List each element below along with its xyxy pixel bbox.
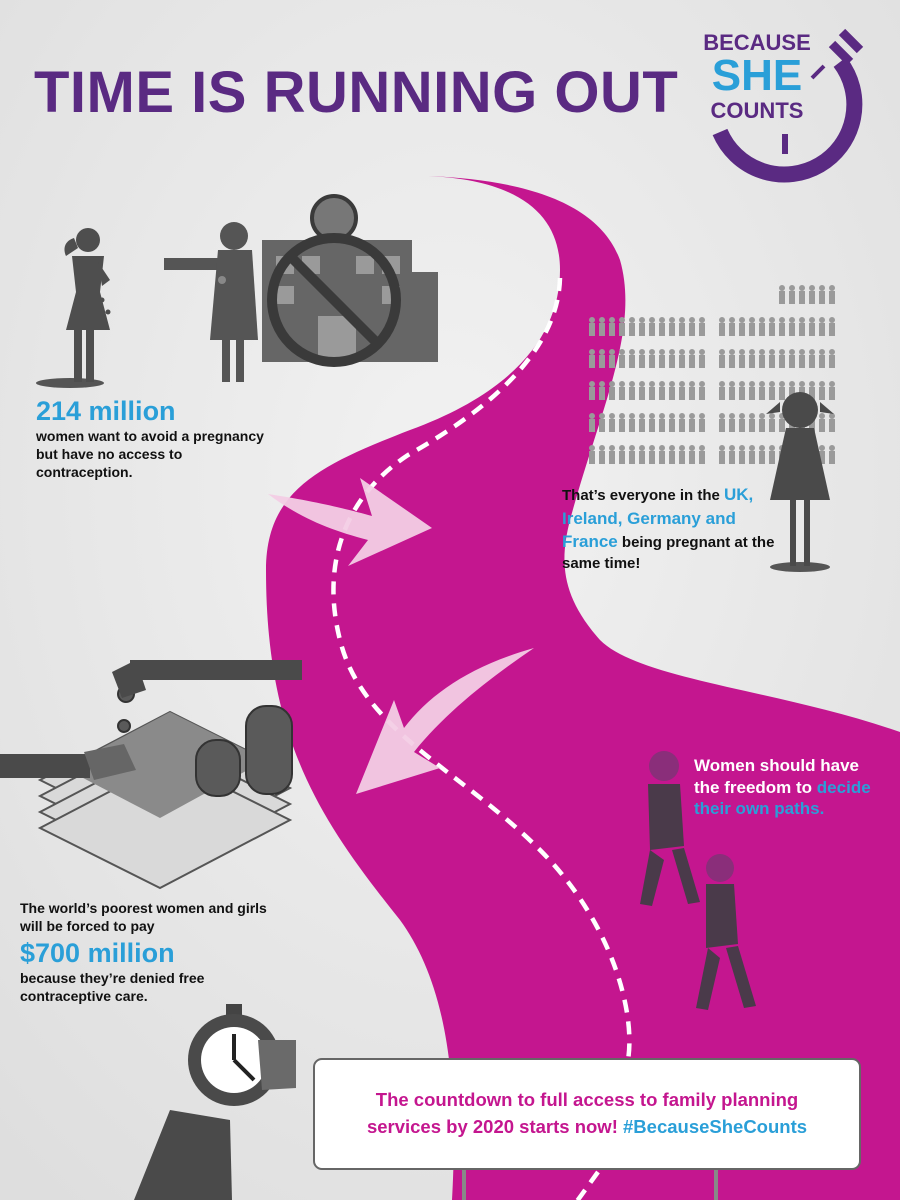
stat-population: That’s everyone in the UK, Ireland, Germ… — [562, 483, 777, 575]
population-crowd-icon — [589, 285, 835, 464]
women-freedom-text: Women should have the freedom to decide … — [694, 755, 884, 820]
stat-contraception-text: women want to avoid a pregnancy but have… — [36, 428, 264, 480]
coin-stack-icon — [117, 685, 293, 797]
sign-line2: services by 2020 starts now! — [366, 1116, 623, 1137]
women-freedom-text-before: Women should have the freedom to — [694, 756, 859, 797]
sign-hashtag[interactable]: #BecauseSheCounts — [623, 1116, 808, 1137]
stopwatch-ring-icon — [712, 28, 864, 183]
stat-population-highlight2: Ireland, Germany and — [562, 508, 736, 528]
logo: BECAUSE SHE COUNTS — [690, 22, 870, 172]
stopwatch-icon — [134, 1004, 296, 1200]
stat-population-highlight3: France — [562, 532, 618, 552]
logo-she: SHE — [711, 51, 803, 100]
no-entry-icon — [267, 194, 401, 367]
walking-woman-icon — [640, 751, 700, 906]
stat-population-text-after: being pregnant at the same time! — [562, 534, 775, 573]
crying-woman-icon — [36, 228, 111, 388]
logo-counts: COUNTS — [710, 98, 804, 123]
road-dashed-line — [331, 277, 632, 1200]
road — [266, 176, 900, 1200]
hand-icon — [0, 660, 302, 780]
sign-posts — [462, 1170, 718, 1200]
stat-contraception-number: 214 million — [36, 396, 176, 426]
doctor-icon — [164, 222, 258, 382]
stat-money: The world’s poorest women and girls will… — [20, 900, 290, 1006]
curved-arrow-icon — [268, 478, 534, 794]
stat-money-number: $700 million — [20, 937, 175, 968]
logo-because: BECAUSE — [703, 30, 811, 55]
page-title: TIME IS RUNNING OUT — [34, 60, 679, 125]
women-freedom-highlight: decide their own paths. — [694, 777, 871, 819]
stat-money-text-after: because they’re denied free contraceptiv… — [20, 969, 205, 1004]
countdown-sign-text: The countdown to full access to family p… — [347, 1087, 827, 1141]
stat-population-text-before: That’s everyone in the — [562, 487, 724, 504]
stat-contraception: 214 million women want to avoid a pregna… — [36, 398, 276, 482]
walking-girl-icon — [696, 854, 756, 1010]
sign-line1: The countdown to full access to family p… — [375, 1089, 799, 1111]
standing-girl-icon — [766, 392, 834, 572]
countdown-sign: The countdown to full access to family p… — [313, 1058, 861, 1170]
stat-population-highlight1: UK, — [724, 485, 754, 504]
stat-money-text-before: The world’s poorest women and girls will… — [20, 900, 267, 934]
